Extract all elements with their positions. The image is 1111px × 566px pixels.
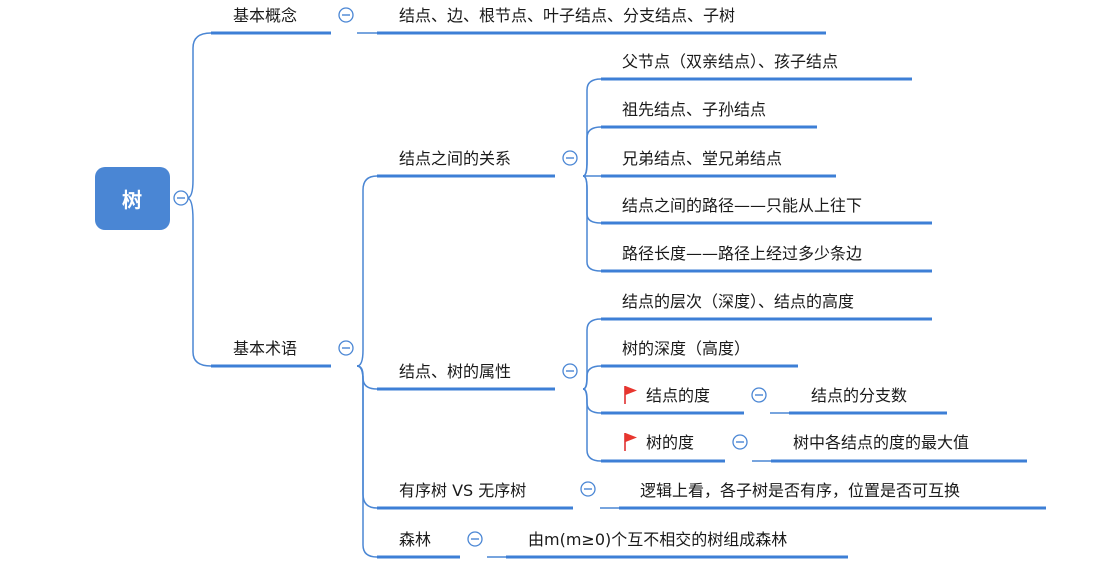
- properties-item[interactable]: 结点的层次（深度）、结点的高度: [601, 292, 932, 321]
- node-node-degree-label: 结点的度: [646, 386, 710, 405]
- collapse-toggle-ordered[interactable]: [580, 481, 596, 497]
- svg-text:树中各结点的度的最大值: 树中各结点的度的最大值: [793, 433, 969, 452]
- svg-text:树的深度（高度）: 树的深度（高度）: [622, 339, 750, 358]
- relations-item[interactable]: 父节点（双亲结点）、孩子结点: [601, 52, 912, 81]
- node-relations-label: 结点之间的关系: [399, 149, 511, 168]
- collapse-toggle-forest[interactable]: [467, 531, 483, 547]
- node-basic-terms-label: 基本术语: [233, 339, 297, 358]
- svg-text:逻辑上看，各子树是否有序，位置是否可互换: 逻辑上看，各子树是否有序，位置是否可互换: [640, 481, 960, 500]
- node-ordered-label: 有序树 VS 无序树: [399, 481, 526, 500]
- flag-icon: [624, 386, 637, 404]
- node-properties-label: 结点、树的属性: [399, 362, 511, 381]
- node-properties[interactable]: 结点、树的属性: [377, 362, 555, 391]
- relations-item[interactable]: 结点之间的路径——只能从上往下: [601, 196, 932, 225]
- node-ordered-child[interactable]: 逻辑上看，各子树是否有序，位置是否可互换: [619, 481, 1046, 510]
- flag-icon: [624, 433, 637, 451]
- svg-text:路径长度——路径上经过多少条边: 路径长度——路径上经过多少条边: [622, 244, 862, 263]
- svg-text:祖先结点、子孙结点: 祖先结点、子孙结点: [622, 100, 766, 119]
- svg-text:结点之间的路径——只能从上往下: 结点之间的路径——只能从上往下: [622, 196, 862, 215]
- svg-text:兄弟结点、堂兄弟结点: 兄弟结点、堂兄弟结点: [622, 149, 782, 168]
- node-ordered[interactable]: 有序树 VS 无序树: [377, 481, 573, 510]
- root-label: 树: [122, 188, 142, 212]
- connector-lines: [186, 32, 789, 558]
- properties-item[interactable]: 树的深度（高度）: [601, 339, 798, 368]
- relations-item[interactable]: 祖先结点、子孙结点: [601, 100, 817, 129]
- svg-text:结点的层次（深度）、结点的高度: 结点的层次（深度）、结点的高度: [622, 292, 854, 311]
- node-tree-degree-label: 树的度: [646, 433, 694, 452]
- relations-item[interactable]: 路径长度——路径上经过多少条边: [601, 244, 932, 273]
- collapse-toggle-properties[interactable]: [562, 363, 578, 379]
- collapse-toggle-node-degree[interactable]: [751, 387, 767, 403]
- node-basic-concept[interactable]: 基本概念: [211, 6, 331, 35]
- svg-text:结点的分支数: 结点的分支数: [811, 386, 907, 405]
- node-node-degree[interactable]: 结点的度: [601, 386, 744, 415]
- collapse-toggle-tree-degree[interactable]: [732, 434, 748, 450]
- root-node[interactable]: 树: [95, 167, 170, 230]
- node-basic-concept-label: 基本概念: [233, 6, 297, 25]
- node-node-degree-child[interactable]: 结点的分支数: [789, 386, 947, 415]
- svg-text:父节点（双亲结点）、孩子结点: 父节点（双亲结点）、孩子结点: [622, 52, 838, 71]
- collapse-toggle-basic-terms[interactable]: [338, 340, 354, 356]
- collapse-toggle-root[interactable]: [173, 190, 189, 206]
- relations-item[interactable]: 兄弟结点、堂兄弟结点: [601, 149, 836, 178]
- node-tree-degree-child[interactable]: 树中各结点的度的最大值: [771, 433, 1027, 463]
- node-tree-degree[interactable]: 树的度: [601, 433, 725, 463]
- node-forest-child[interactable]: 由m(m≥0)个互不相交的树组成森林: [506, 530, 848, 559]
- node-basic-concept-child[interactable]: 结点、边、根节点、叶子结点、分支结点、子树: [377, 6, 826, 35]
- node-forest[interactable]: 森林: [377, 530, 460, 559]
- node-basic-concept-child-label: 结点、边、根节点、叶子结点、分支结点、子树: [399, 6, 735, 25]
- collapse-toggle-basic-concept[interactable]: [338, 7, 354, 23]
- node-forest-label: 森林: [399, 530, 431, 549]
- node-relations[interactable]: 结点之间的关系: [377, 149, 555, 178]
- collapse-toggle-relations[interactable]: [562, 150, 578, 166]
- svg-text:由m(m≥0)个互不相交的树组成森林: 由m(m≥0)个互不相交的树组成森林: [528, 530, 787, 549]
- node-basic-terms[interactable]: 基本术语: [211, 339, 331, 368]
